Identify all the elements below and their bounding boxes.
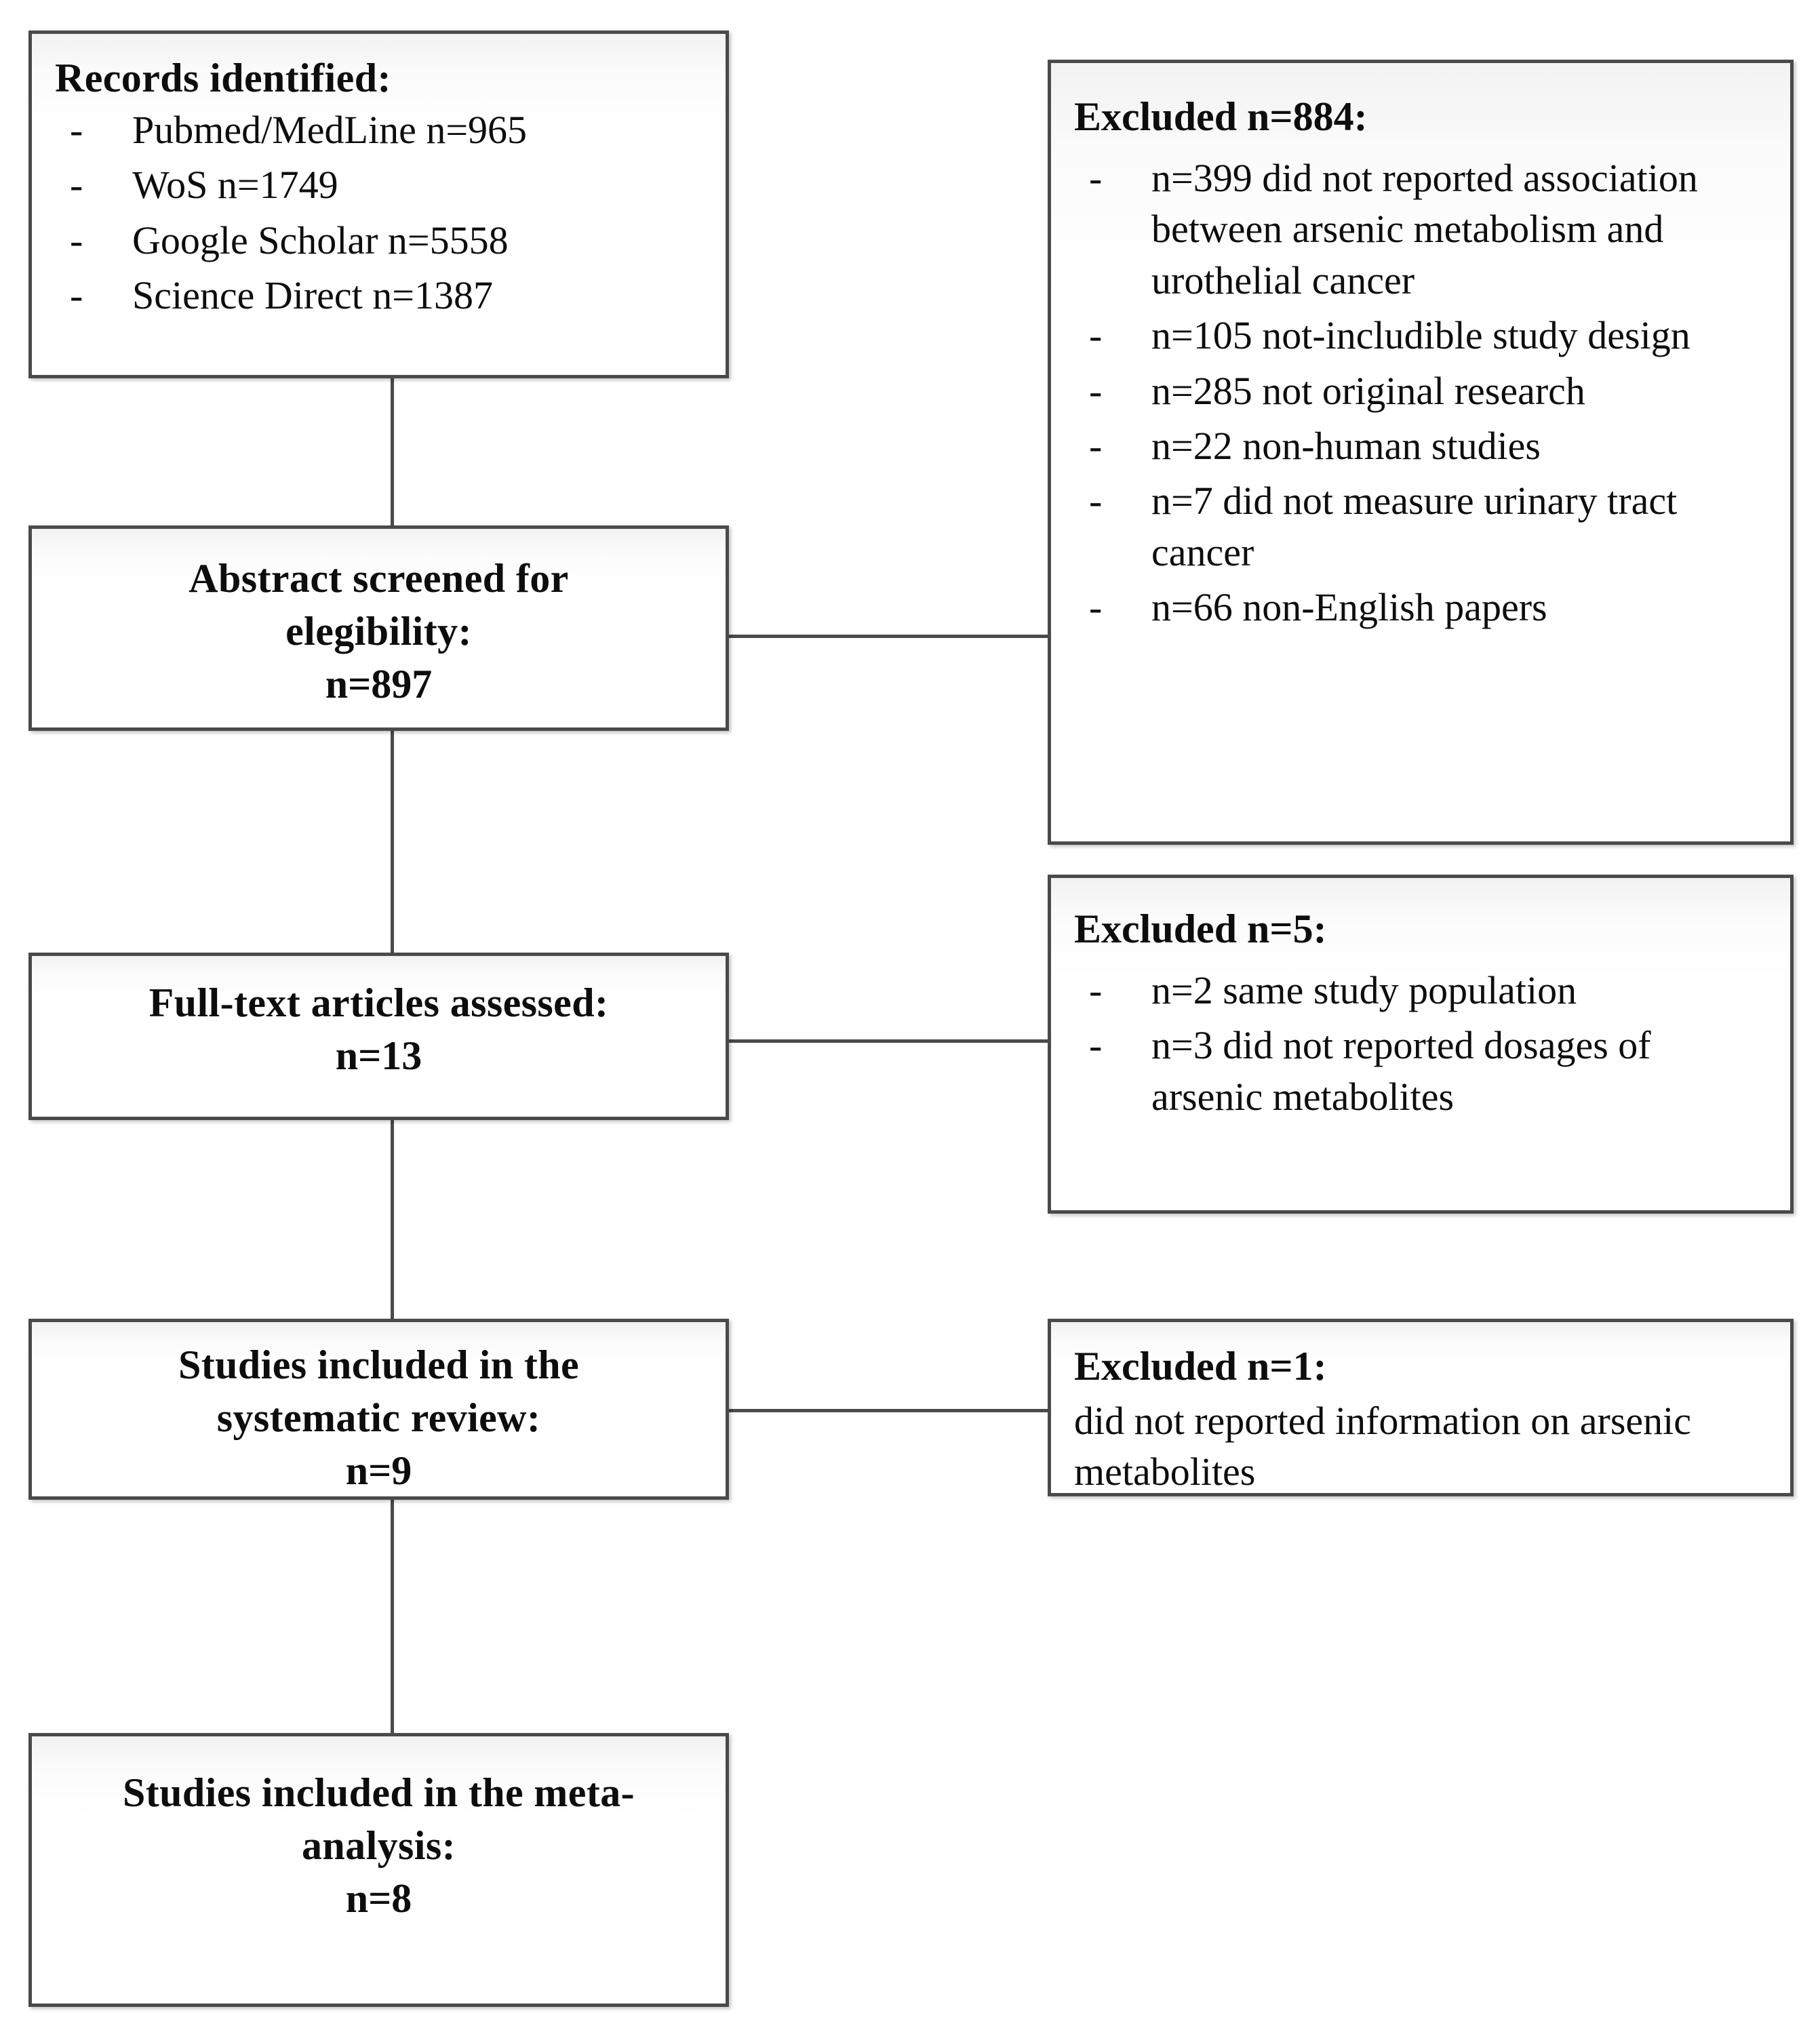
list-item: - Pubmed/MedLine n=965 xyxy=(55,104,703,155)
bullet-dash-icon: - xyxy=(1089,968,1103,1012)
bullet-dash-icon: - xyxy=(70,108,83,152)
list-item-label: n=7 did not measure urinary tract cancer xyxy=(1151,479,1678,574)
excluded-884-reason-list: - n=399 did not reported association bet… xyxy=(1074,153,1767,633)
list-item-label: Google Scholar n=5558 xyxy=(132,218,509,262)
box-records-identified: Records identified: - Pubmed/MedLine n=9… xyxy=(28,31,729,378)
box-excluded-1: Excluded n=1: did not reported informati… xyxy=(1048,1319,1794,1496)
list-item: - Google Scholar n=5558 xyxy=(55,215,703,266)
excluded-5-reason-list: - n=2 same study population - n=3 did no… xyxy=(1074,965,1767,1122)
list-item: - n=399 did not reported association bet… xyxy=(1074,153,1767,306)
bullet-dash-icon: - xyxy=(1089,368,1103,413)
bullet-dash-icon: - xyxy=(1089,423,1103,468)
bullet-dash-icon: - xyxy=(70,218,83,262)
fulltext-assessed-count: n=13 xyxy=(335,1033,422,1078)
box-fulltext-assessed: Full-text articles assessed: n=13 xyxy=(28,953,729,1120)
connector-abstract-to-fulltext xyxy=(391,730,394,955)
list-item: - n=3 did not reported dosages of arseni… xyxy=(1074,1020,1767,1122)
list-item-label: n=2 same study population xyxy=(1151,968,1577,1012)
list-item: - n=22 non-human studies xyxy=(1074,420,1767,471)
list-item: - n=105 not-includible study design xyxy=(1074,310,1767,361)
box-meta-analysis-surface xyxy=(32,1736,726,2004)
connector-records-to-abstract xyxy=(391,377,394,527)
box-records-identified-surface xyxy=(32,34,726,375)
excluded-5-title: Excluded n=5: xyxy=(1074,907,1327,951)
bullet-dash-icon: - xyxy=(1089,313,1103,358)
list-item-label: Science Direct n=1387 xyxy=(132,273,493,318)
box-excluded-884: Excluded n=884: - n=399 did not reported… xyxy=(1048,60,1794,845)
connector-abstract-to-excluded-884 xyxy=(728,635,1049,638)
box-excluded-1-surface xyxy=(1051,1322,1790,1493)
connector-review-to-meta xyxy=(391,1498,394,1734)
list-item-label: n=285 not original research xyxy=(1151,368,1585,413)
list-item-label: n=399 did not reported association betwe… xyxy=(1151,156,1698,302)
list-item-label: n=66 non-English papers xyxy=(1151,585,1547,630)
excluded-884-title: Excluded n=884: xyxy=(1074,94,1368,139)
meta-analysis-line1: Studies included in the meta- xyxy=(122,1770,635,1815)
fulltext-assessed-line1: Full-text articles assessed: xyxy=(149,980,609,1025)
systematic-review-line2: systematic review: xyxy=(216,1395,541,1440)
abstract-screened-count: n=897 xyxy=(325,662,433,706)
box-fulltext-assessed-surface xyxy=(32,956,726,1117)
meta-analysis-line2: analysis: xyxy=(302,1823,456,1868)
list-item: - n=285 not original research xyxy=(1074,365,1767,416)
bullet-dash-icon: - xyxy=(1089,585,1103,630)
abstract-screened-line1: Abstract screened for xyxy=(189,556,569,601)
list-item: - n=7 did not measure urinary tract canc… xyxy=(1074,475,1767,578)
systematic-review-line1: Studies included in the xyxy=(178,1342,580,1387)
list-item-label: Pubmed/MedLine n=965 xyxy=(132,108,528,152)
bullet-dash-icon: - xyxy=(1089,1023,1103,1068)
meta-analysis-count: n=8 xyxy=(345,1876,412,1921)
box-systematic-review-surface xyxy=(32,1322,726,1496)
connector-fulltext-to-excluded-5 xyxy=(728,1039,1049,1043)
bullet-dash-icon: - xyxy=(70,163,83,207)
bullet-dash-icon: - xyxy=(1089,156,1103,200)
list-item-label: n=22 non-human studies xyxy=(1151,423,1541,468)
box-abstract-screened: Abstract screened for elegibility: n=897 xyxy=(28,525,729,731)
bullet-dash-icon: - xyxy=(1089,479,1103,523)
box-excluded-5-surface xyxy=(1051,878,1790,1210)
list-item-label: WoS n=1749 xyxy=(132,163,338,207)
box-excluded-884-surface xyxy=(1051,63,1790,841)
connector-fulltext-to-review xyxy=(391,1119,394,1321)
records-identified-title: Records identified: xyxy=(55,56,391,100)
list-item: - WoS n=1749 xyxy=(55,159,703,210)
bullet-dash-icon: - xyxy=(70,273,83,318)
systematic-review-count: n=9 xyxy=(345,1448,412,1493)
list-item: - Science Direct n=1387 xyxy=(55,270,703,321)
box-abstract-screened-surface xyxy=(32,529,726,728)
list-item-label: n=105 not-includible study design xyxy=(1151,313,1690,358)
connector-review-to-excluded-1 xyxy=(728,1409,1049,1412)
box-meta-analysis: Studies included in the meta- analysis: … xyxy=(28,1733,729,2007)
abstract-screened-line2: elegibility: xyxy=(285,609,472,654)
list-item: - n=2 same study population xyxy=(1074,965,1767,1016)
list-item: - n=66 non-English papers xyxy=(1074,582,1767,633)
excluded-1-title: Excluded n=1: xyxy=(1074,1344,1327,1389)
records-identified-source-list: - Pubmed/MedLine n=965 - WoS n=1749 - Go… xyxy=(55,104,703,321)
list-item-label: n=3 did not reported dosages of arsenic … xyxy=(1151,1023,1651,1119)
excluded-1-reason: did not reported information on arsenic … xyxy=(1074,1399,1692,1494)
box-excluded-5: Excluded n=5: - n=2 same study populatio… xyxy=(1048,875,1794,1214)
box-systematic-review: Studies included in the systematic revie… xyxy=(28,1319,729,1500)
